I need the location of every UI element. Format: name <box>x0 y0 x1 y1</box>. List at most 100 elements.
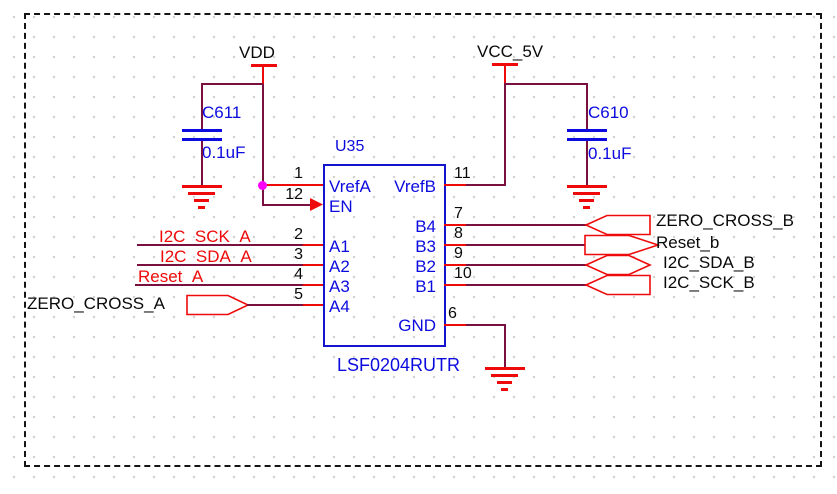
wire-zero-cross-a[interactable] <box>247 304 303 306</box>
c610-plate-top-icon <box>567 129 607 132</box>
pin-name-a3: A3 <box>329 277 350 296</box>
wire-c610-bottom-v[interactable] <box>586 141 588 186</box>
vcc5v-label[interactable]: VCC_5V <box>477 42 544 61</box>
port-i2c-sck-b[interactable] <box>584 274 652 296</box>
c611-plate-bottom-icon <box>182 138 222 141</box>
pin-number-11: 11 <box>454 165 471 182</box>
chip-body-u35[interactable] <box>323 164 446 347</box>
wire-c611-top-h[interactable] <box>201 83 263 85</box>
pin-name-b2: B2 <box>415 257 436 276</box>
pin-stub-2 <box>303 244 323 246</box>
junction-dot <box>258 181 267 190</box>
pin-name-a1: A1 <box>329 237 350 256</box>
wire-c611-bottom-v[interactable] <box>201 141 203 186</box>
pin-number-8: 8 <box>454 225 463 242</box>
gnd-line2 <box>491 374 518 377</box>
pin-number-3: 3 <box>294 246 303 263</box>
wire-i2c-sda-b[interactable] <box>466 264 586 266</box>
pin-name-a4: A4 <box>329 297 350 316</box>
wire-reset-a[interactable] <box>135 284 303 286</box>
vdd-label[interactable]: VDD <box>239 43 275 62</box>
vdd-stem <box>262 66 264 85</box>
pin-number-6: 6 <box>448 305 457 322</box>
wire-vcc-down-pin11[interactable] <box>504 84 506 186</box>
wire-i2c-sda-a[interactable] <box>137 264 303 266</box>
chip-designator[interactable]: U35 <box>335 138 365 155</box>
c611-designator[interactable]: C611 <box>202 103 242 122</box>
gnd-line3 <box>497 381 512 384</box>
gnd-line3 <box>194 199 209 202</box>
pin-stub-6 <box>444 324 467 326</box>
pin-stub-9 <box>444 264 467 266</box>
pin-number-5: 5 <box>294 286 303 303</box>
pin-stub-10 <box>444 284 467 286</box>
vdd-bar-icon <box>251 64 277 67</box>
c611-plate-top-icon <box>182 129 222 132</box>
gnd-line4 <box>583 206 590 209</box>
port-i2c-sda-b[interactable] <box>584 254 652 276</box>
wire-pin11[interactable] <box>466 184 506 186</box>
pin-name-b3: B3 <box>415 237 436 256</box>
pin-name-vrefb: VrefB <box>394 177 436 196</box>
pin-number-9: 9 <box>454 245 463 262</box>
wire-zero-cross-b[interactable] <box>466 224 586 226</box>
pin-stub-3 <box>303 264 323 266</box>
gnd-line1 <box>485 367 525 370</box>
wire-vdd-down[interactable] <box>262 84 264 186</box>
c610-value[interactable]: 0.1uF <box>588 144 632 163</box>
wire-pin12-v[interactable] <box>262 186 264 205</box>
wire-c610-top-v[interactable] <box>586 84 588 130</box>
wire-reset-b[interactable] <box>466 244 586 246</box>
port-label-i2c-sck-b[interactable]: I2C_SCK_B <box>663 273 755 292</box>
gnd-line4 <box>501 388 508 391</box>
port-label-reset-b[interactable]: Reset_b <box>656 233 720 252</box>
c610-designator[interactable]: C610 <box>588 103 629 122</box>
gnd-line3 <box>579 199 594 202</box>
wire-i2c-sck-b[interactable] <box>466 284 586 286</box>
pin-number-7: 7 <box>454 205 463 222</box>
pin-stub-8 <box>444 244 467 246</box>
pin-name-a2: A2 <box>329 257 350 276</box>
sheet-border <box>24 13 822 467</box>
port-label-i2c-sda-b[interactable]: I2C_SDA_B <box>663 253 755 272</box>
wire-gnd-v[interactable] <box>504 324 506 368</box>
wire-c611-top-v[interactable] <box>201 84 203 130</box>
port-reset-b[interactable] <box>584 234 661 256</box>
net-label-i2c-sda-a[interactable]: I2C_SDA_A <box>160 247 252 266</box>
pin-name-gnd: GND <box>398 316 436 335</box>
port-zero-cross-b[interactable] <box>584 214 652 236</box>
gnd-line1 <box>567 185 607 188</box>
wire-i2c-sck-a[interactable] <box>137 244 303 246</box>
gnd-line2 <box>573 192 600 195</box>
wire-vcc-h[interactable] <box>504 83 588 85</box>
c611-value[interactable]: 0.1uF <box>202 143 246 162</box>
pin-number-1: 1 <box>294 165 303 182</box>
wire-gnd-h[interactable] <box>466 324 506 326</box>
gnd-line4 <box>198 206 205 209</box>
pin-stub-5 <box>303 304 323 306</box>
port-label-zero-cross-a[interactable]: ZERO_CROSS_A <box>27 294 165 313</box>
en-arrow-icon <box>310 198 323 211</box>
net-label-i2c-sck-a[interactable]: I2C_SCK_A <box>159 227 251 246</box>
pin-name-vrefa: VrefA <box>329 177 371 196</box>
port-label-zero-cross-b[interactable]: ZERO_CROSS_B <box>656 211 794 230</box>
pin-name-b4: B4 <box>415 217 436 236</box>
vcc5v-bar-icon <box>492 63 518 66</box>
chip-part-number[interactable]: LSF0204RUTR <box>337 355 461 375</box>
port-zero-cross-a[interactable] <box>186 294 250 316</box>
pin-name-en: EN <box>329 197 353 216</box>
pin-stub-4 <box>303 284 323 286</box>
pin-name-b1: B1 <box>415 277 436 296</box>
pin-number-12: 12 <box>285 186 303 203</box>
wire-pin12-h[interactable] <box>262 204 312 206</box>
pin-number-2: 2 <box>294 226 303 243</box>
pin-number-4: 4 <box>294 266 303 283</box>
gnd-line1 <box>182 185 222 188</box>
gnd-line2 <box>188 192 215 195</box>
c610-plate-bottom-icon <box>567 138 607 141</box>
wire-pin1[interactable] <box>264 184 323 186</box>
net-label-reset-a[interactable]: Reset_A <box>138 267 204 286</box>
pin-number-10: 10 <box>454 265 472 282</box>
pin-stub-7 <box>444 224 467 226</box>
